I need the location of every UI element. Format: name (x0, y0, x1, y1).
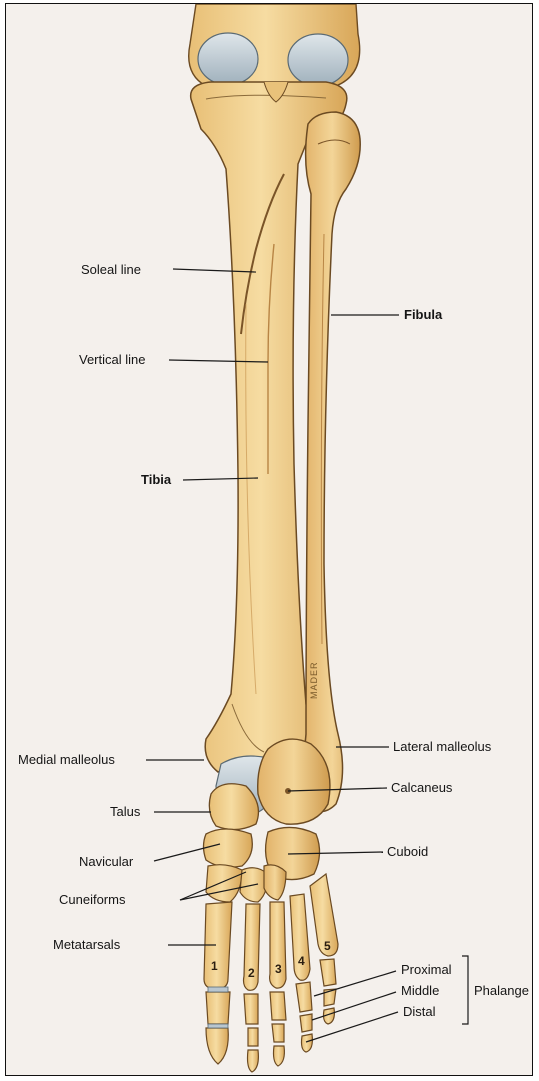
label-cuneiforms: Cuneiforms (59, 893, 125, 907)
label-tibia: Tibia (141, 473, 171, 487)
label-cuboid: Cuboid (387, 845, 428, 859)
label-distal: Distal (403, 1005, 436, 1019)
label-soleal-line: Soleal line (81, 263, 141, 277)
label-metatarsals: Metatarsals (53, 938, 120, 952)
digit-number-3: 3 (275, 962, 282, 976)
foot-digits (204, 874, 338, 1072)
label-proximal: Proximal (401, 963, 452, 977)
femur-condyles (189, 4, 360, 86)
label-middle: Middle (401, 984, 439, 998)
tarsal-bones (204, 739, 330, 902)
digit-number-4: 4 (298, 954, 305, 968)
label-talus: Talus (110, 805, 140, 819)
digit-number-1: 1 (211, 959, 218, 973)
label-fibula: Fibula (404, 308, 442, 322)
label-navicular: Navicular (79, 855, 133, 869)
anatomy-figure: Soleal line Fibula Vertical line Tibia M… (5, 3, 533, 1076)
label-calcaneus: Calcaneus (391, 781, 452, 795)
label-lateral-malleolus: Lateral malleolus (393, 740, 491, 754)
digit-number-5: 5 (324, 939, 331, 953)
label-vertical-line: Vertical line (79, 353, 145, 367)
phalanges-bracket (462, 956, 468, 1024)
leader-distal (306, 1012, 398, 1042)
digit-number-2: 2 (248, 966, 255, 980)
label-phalanges: Phalange (474, 984, 529, 998)
fibula-bone (304, 112, 360, 812)
label-medial-malleolus: Medial malleolus (18, 753, 115, 767)
leg-foot-skeleton-illustration (6, 4, 532, 1075)
illustrator-signature: MADER (309, 661, 319, 699)
